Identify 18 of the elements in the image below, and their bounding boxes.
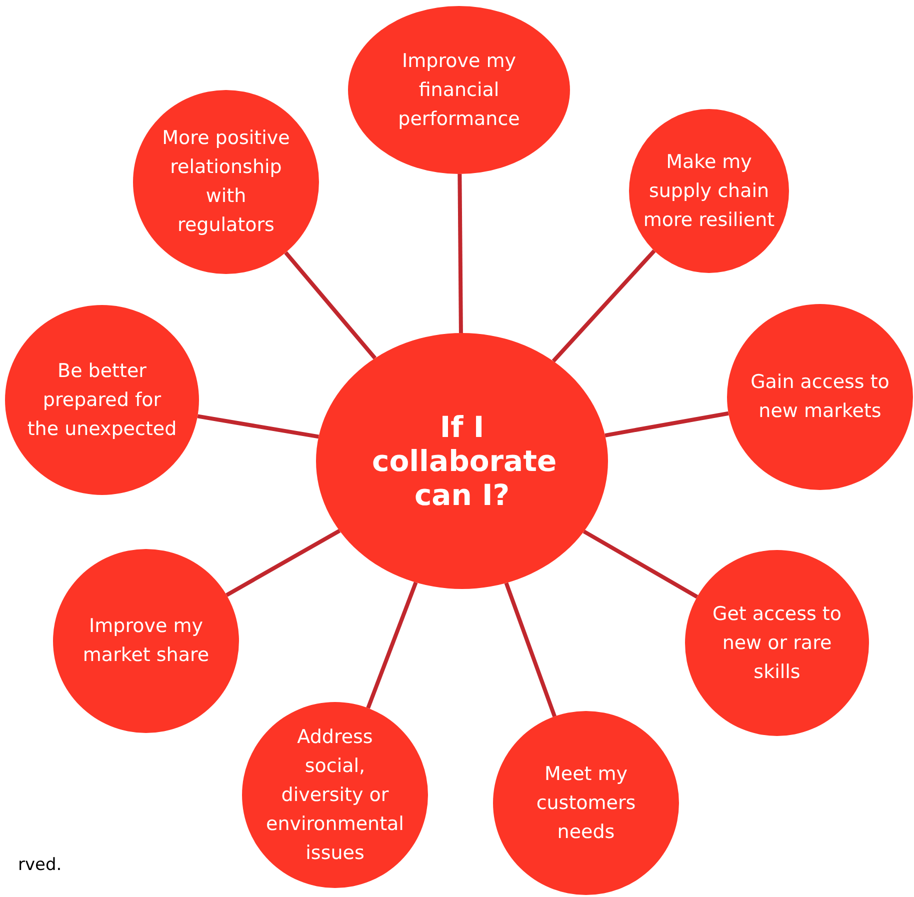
footer-note: rved. [18,855,62,875]
benefit-text: Meet my customers needs [535,762,637,844]
connector-line [582,530,698,599]
benefit-text: Improve my financial performance [397,48,521,132]
connector-line [458,174,463,334]
connector-line [552,249,656,362]
benefit-text: Improve my market share [82,614,210,668]
benefit-text: Make my supply chain more resilient [642,150,776,232]
connector-line [197,414,319,439]
connector-line [284,251,377,360]
benefit-text: More positive relationship with regulators [161,126,291,238]
connector-line [604,411,729,438]
connector-line [226,529,341,597]
benefit-text: Get access to new or rare skills [712,602,842,684]
connector-line [366,582,418,709]
benefit-text: Gain access to new markets [750,370,890,424]
benefit-text: Address social, diversity or environmental issues [265,724,405,866]
benefit-text: Be better prepared for the unexpected [27,358,177,442]
